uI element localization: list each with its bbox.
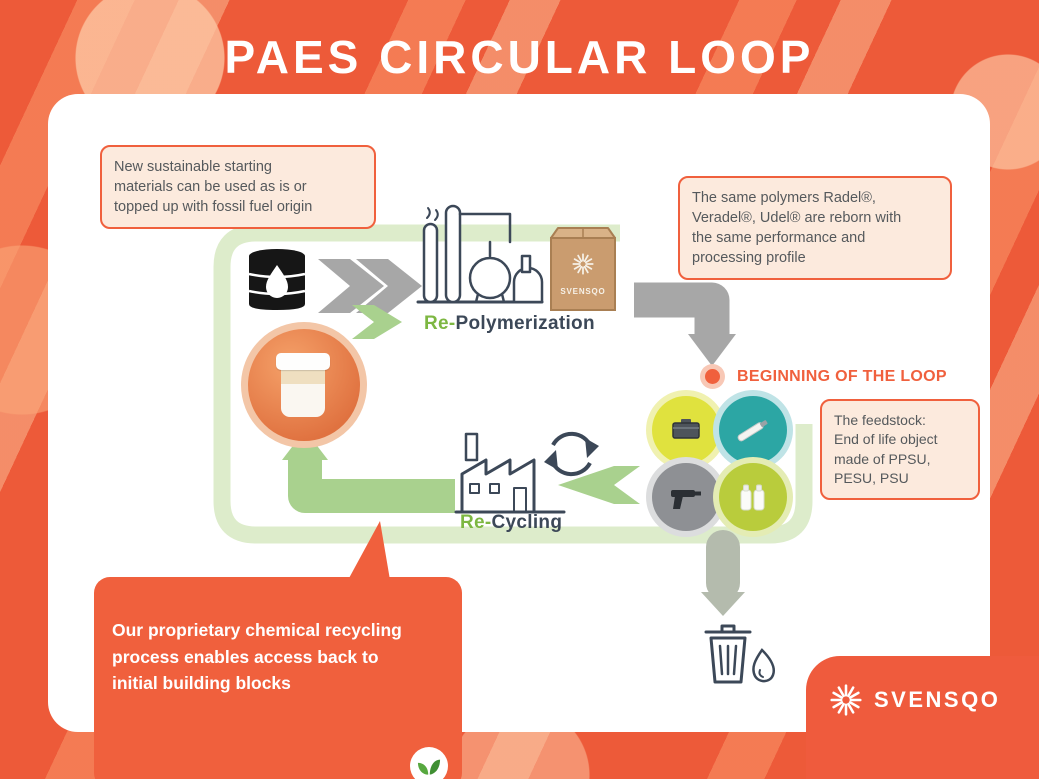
recycling-prefix: Re- [460,512,492,533]
tray-icon [672,419,700,439]
loop-start-dot [705,369,720,384]
end-of-life-icons [704,624,775,684]
leaf-icon [417,759,441,775]
instrument-icon [737,420,768,442]
starburst-icon [830,683,862,716]
callout-tail [348,521,390,580]
recycling-factory-icon [454,431,599,514]
recycle-arrows-icon [544,431,599,477]
recycling-label: Re-Cycling [460,512,562,534]
jar-photo [241,322,367,448]
callout-feedstock: The feedstock: End of life object made o… [820,399,980,501]
drill-icon [671,490,701,509]
recycling-rest: Cycling [491,512,563,533]
package-brand-text: SVENSQO [560,287,605,296]
repolymerization-label: Re-Polymerization [424,313,595,335]
callout-sustainable-materials: New sustainable starting materials can b… [100,145,376,229]
repolymerization-prefix: Re- [424,313,456,334]
callout-recycling-process: Our proprietary chemical recycling proce… [94,521,462,779]
repolymerization-rest: Polymerization [455,313,595,334]
jar-contents [281,370,325,384]
brand-logo-block: SVENSQO [806,656,1039,779]
trash-bin-icon [704,624,752,684]
oil-drop-icon [266,265,288,298]
beginning-of-loop-label: BEGINNING OF THE LOOP [737,368,947,385]
jar-lid [276,353,330,370]
feedstock-circle-bottles [719,463,787,531]
svensqo-package: SVENSQO [550,227,616,311]
feedstock-circle-instrument [719,396,787,464]
callout-reborn-polymers: The same polymers Radel®, Veradel®, Udel… [678,176,952,280]
leaf-badge [410,746,448,779]
brand-name: SVENSQO [874,686,1001,712]
baby-bottles-icon [740,484,765,511]
polymer-plant-icon [416,204,544,304]
oil-barrel-icon [248,249,306,310]
callout-recycling-text: Our proprietary chemical recycling proce… [112,620,402,693]
feedstock-circle-drill [652,463,720,531]
flame-icon [752,648,775,683]
page-title: PAES CIRCULAR LOOP [224,31,815,83]
feedstock-circle-tray [652,396,720,464]
